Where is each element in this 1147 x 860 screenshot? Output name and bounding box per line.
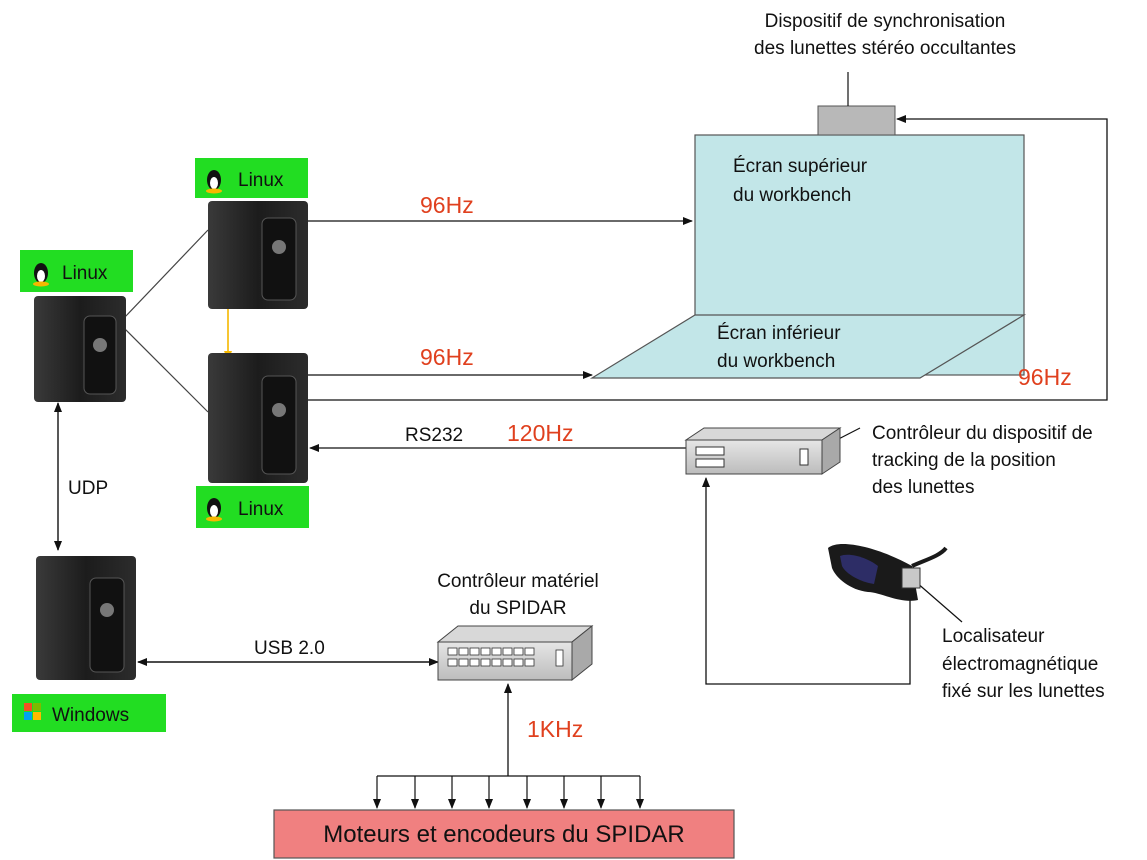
badge-linux-left-label: Linux — [62, 263, 108, 284]
spidar-controller — [436, 624, 594, 682]
udp-label: UDP — [68, 478, 108, 499]
freq-sync: 96Hz — [1018, 364, 1072, 390]
spidar-ctrl-label-line2: du SPIDAR — [469, 598, 566, 619]
pc-tower-left — [34, 296, 126, 402]
freq-bottom-screen: 96Hz — [420, 344, 474, 370]
sync-device — [817, 105, 896, 136]
link-left-bottom — [123, 327, 209, 413]
freq-top-screen: 96Hz — [420, 192, 474, 218]
tux-icon — [206, 170, 222, 194]
motors-box — [273, 809, 735, 859]
link-locator — [702, 477, 911, 685]
pc-tower-windows — [36, 556, 136, 680]
screen-top-label-line2: du workbench — [733, 185, 851, 206]
badge-windows-label: Windows — [52, 705, 129, 726]
rs232-label: RS232 — [405, 425, 463, 446]
tracker-label-line3: des lunettes — [872, 477, 974, 498]
windows-logo-icon — [24, 703, 41, 720]
badge-windows: Windows — [12, 694, 166, 732]
tux-icon — [206, 498, 222, 522]
sync-label-line1: Dispositif de synchronisation — [765, 11, 1006, 32]
freq-tracker: 120Hz — [507, 420, 573, 446]
tracker-controller — [684, 427, 842, 475]
link-sync — [308, 115, 1108, 401]
sync-device-label: Dispositif de synchronisation des lunett… — [754, 11, 1016, 59]
sync-label-line2: des lunettes stéréo occultantes — [754, 38, 1016, 59]
pc-tower-bottom — [208, 353, 308, 483]
stereo-glasses — [828, 544, 948, 601]
spidar-ctrl-label-line1: Contrôleur matériel — [437, 571, 599, 592]
badge-linux-bottom: Linux — [196, 486, 309, 528]
locator-pointer — [915, 581, 963, 623]
badge-linux-left: Linux — [20, 250, 133, 292]
locator-label-line2: électromagnétique — [942, 654, 1098, 675]
screen-top-label-line1: Écran supérieur — [733, 156, 868, 177]
tracker-label-line1: Contrôleur du dispositif de — [872, 423, 1093, 444]
screen-bottom — [589, 314, 1027, 379]
badge-linux-bottom-label: Linux — [238, 499, 284, 520]
usb-label: USB 2.0 — [254, 638, 325, 659]
screen-bottom-label-line1: Écran inférieur — [717, 323, 841, 344]
tux-icon — [33, 263, 49, 287]
link-left-top — [123, 229, 209, 319]
freq-spidar: 1KHz — [527, 716, 583, 742]
tracker-label-line2: tracking de la position — [872, 450, 1056, 471]
spidar-bus-drops — [373, 776, 644, 809]
badge-linux-top: Linux — [195, 158, 308, 198]
locator-label-line3: fixé sur les lunettes — [942, 681, 1105, 702]
motors-label: Moteurs et encodeurs du SPIDAR — [323, 821, 685, 848]
locator-label-line1: Localisateur — [942, 626, 1045, 647]
pc-tower-top — [208, 201, 308, 309]
badge-linux-top-label: Linux — [238, 170, 284, 191]
screen-bottom-label-line2: du workbench — [717, 351, 835, 372]
